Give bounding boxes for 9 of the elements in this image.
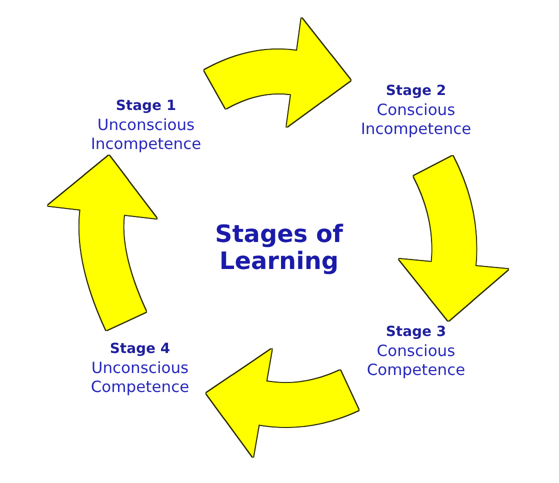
stage-heading: Stage 4 <box>108 340 172 359</box>
stage-heading: Stage 1 <box>114 97 178 116</box>
stage-heading: Stage 2 <box>384 82 448 101</box>
stage-description: Conscious Incompetence <box>360 101 472 139</box>
diagram-title: Stages of Learning <box>214 221 344 275</box>
stage-description: Unconscious Competence <box>90 359 190 397</box>
stage-heading: Stage 3 <box>384 323 448 342</box>
stage-description: Unconscious Incompetence <box>90 116 202 154</box>
stage-description: Conscious Competence <box>366 342 466 380</box>
